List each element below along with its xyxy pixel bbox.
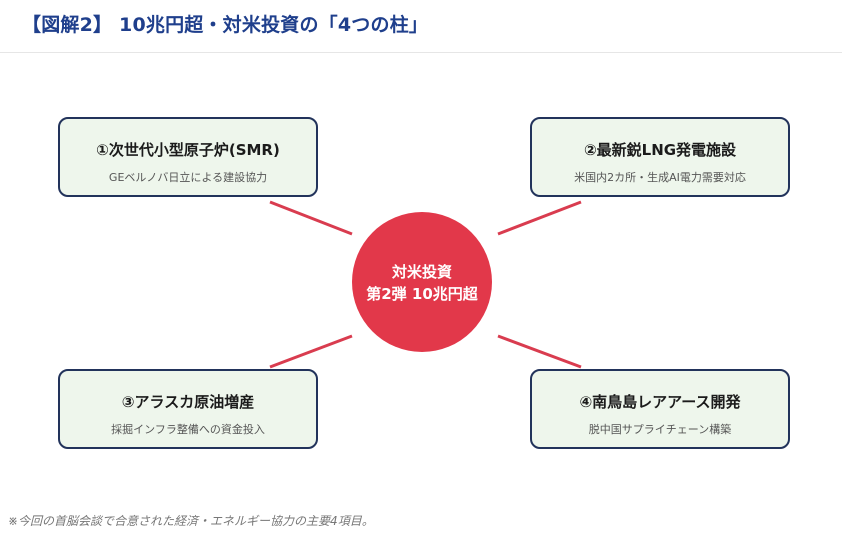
pillar-subtitle: 採掘インフラ整備への資金投入 [111, 423, 265, 436]
pillar-subtitle: 米国内2カ所・生成AI電力需要対応 [574, 171, 746, 184]
pillar-card-rare-earth: ④南鳥島レアアース開発 脱中国サプライチェーン構築 [530, 369, 790, 449]
center-label-line1: 対米投資 [391, 263, 452, 281]
pillar-title: ①次世代小型原子炉(SMR) [96, 141, 280, 159]
connector-line-4 [497, 334, 582, 369]
pillar-card-lng: ②最新鋭LNG発電施設 米国内2カ所・生成AI電力需要対応 [530, 117, 790, 197]
pillar-card-smr: ①次世代小型原子炉(SMR) GEベルノバ日立による建設協力 [58, 117, 318, 197]
pillar-title: ③アラスカ原油増産 [121, 393, 255, 411]
connector-lines [269, 200, 582, 369]
pillar-card-alaska-oil: ③アラスカ原油増産 採掘インフラ整備への資金投入 [58, 369, 318, 449]
page-title: 【図解2】 10兆円超・対米投資の「4つの柱」 [22, 14, 429, 36]
header-divider [0, 52, 842, 53]
header: 【図解2】 10兆円超・対米投資の「4つの柱」 [0, 0, 842, 53]
pillar-subtitle: GEベルノバ日立による建設協力 [108, 171, 268, 184]
pillar-title: ④南鳥島レアアース開発 [579, 393, 741, 411]
center-hub: 対米投資 第2弾 10兆円超 [352, 212, 492, 352]
center-label-line2: 第2弾 10兆円超 [366, 285, 478, 303]
connector-line-1 [269, 200, 353, 236]
pillar-subtitle: 脱中国サプライチェーン構築 [588, 423, 732, 436]
connector-line-3 [269, 334, 353, 369]
pillar-title: ②最新鋭LNG発電施設 [583, 141, 737, 159]
connector-line-2 [497, 200, 582, 236]
footnote: ※今回の首脳会談で合意された経済・エネルギー協力の主要4項目。 [8, 514, 374, 528]
pillars-diagram: ①次世代小型原子炉(SMR) GEベルノバ日立による建設協力 ②最新鋭LNG発電… [0, 55, 842, 505]
